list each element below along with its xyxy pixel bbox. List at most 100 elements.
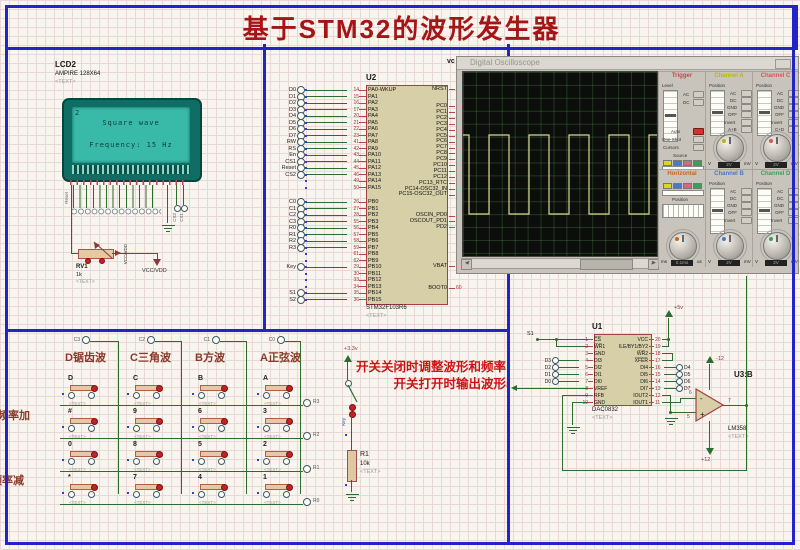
timebase-scrollbar[interactable]: ◀ ▶ xyxy=(461,258,659,270)
button-actuator-icon[interactable] xyxy=(286,451,293,458)
channel-c-gain-knob[interactable] xyxy=(760,131,794,165)
channel-c-ac-button[interactable] xyxy=(788,90,798,97)
keypad-button[interactable]: 9 <TEXT> xyxy=(125,408,190,443)
horizontal-source-d-chip[interactable] xyxy=(693,183,702,189)
keypad-button[interactable]: 4 <TEXT> xyxy=(190,474,255,509)
wire xyxy=(307,122,347,124)
channel-a-off-button[interactable] xyxy=(741,111,752,118)
keypad-button[interactable]: A <TEXT> xyxy=(255,375,320,410)
button-actuator-icon[interactable] xyxy=(91,385,98,392)
oscilloscope-titlebar[interactable]: Digital Oscilloscope xyxy=(457,57,798,70)
horizontal-position-display[interactable] xyxy=(662,204,704,218)
button-actuator-icon[interactable] xyxy=(91,451,98,458)
cursors-button[interactable] xyxy=(693,144,704,151)
keypad-button[interactable]: 2 <TEXT> xyxy=(255,441,320,476)
channel-a-ac-button[interactable] xyxy=(741,90,752,97)
channel-d-position-slider[interactable] xyxy=(757,188,772,234)
switch-contact-dot[interactable] xyxy=(349,404,356,411)
source-slider[interactable] xyxy=(662,166,704,169)
keypad-button[interactable]: 6 <TEXT> xyxy=(190,408,255,443)
source-a-chip[interactable] xyxy=(663,160,672,166)
keypad-button[interactable]: # <TEXT> xyxy=(60,408,125,443)
button-actuator-icon[interactable] xyxy=(156,385,163,392)
keypad-button[interactable]: 7 <TEXT> xyxy=(125,474,190,509)
channel-a-invert-button[interactable] xyxy=(741,119,752,126)
button-actuator-icon[interactable] xyxy=(91,484,98,491)
terminal-icon xyxy=(303,465,311,473)
source-b-chip[interactable] xyxy=(673,160,682,166)
source-d-chip[interactable] xyxy=(693,160,702,166)
channel-d-off-button[interactable] xyxy=(788,209,798,216)
button-actuator-icon[interactable] xyxy=(221,418,228,425)
channel-d-invert-button[interactable] xyxy=(788,217,798,224)
channel-c-invert-button[interactable] xyxy=(788,119,798,126)
keypad-button[interactable]: B <TEXT> xyxy=(190,375,255,410)
source-c-chip[interactable] xyxy=(683,160,692,166)
one-shot-button[interactable] xyxy=(693,136,704,143)
keypad-button[interactable]: 8 <TEXT> xyxy=(125,441,190,476)
channel-d-ac-button[interactable] xyxy=(788,188,798,195)
rv1-potentiometer[interactable] xyxy=(78,249,114,259)
channel-b-position-slider[interactable] xyxy=(710,188,725,234)
channel-c-off-button[interactable] xyxy=(788,111,798,118)
keypad-button[interactable]: 1 <TEXT> xyxy=(255,474,320,509)
horizontal-source-slider[interactable] xyxy=(662,190,704,196)
trigger-ac-button[interactable] xyxy=(693,91,704,98)
cursors-label: Cursors xyxy=(663,145,679,150)
button-actuator-icon[interactable] xyxy=(221,451,228,458)
timebase-knob[interactable] xyxy=(666,229,700,263)
button-actuator-icon[interactable] xyxy=(286,484,293,491)
channel-d-dc-button[interactable] xyxy=(788,195,798,202)
channel-a-sum-button[interactable] xyxy=(741,126,752,133)
keypad-button[interactable]: C <TEXT> xyxy=(125,375,190,410)
oscilloscope-window[interactable]: Digital Oscilloscope ◀ ▶ Trigger Level A… xyxy=(456,56,799,274)
scrollbar-thumb[interactable] xyxy=(579,259,633,270)
channel-b-off-button[interactable] xyxy=(741,209,752,216)
button-actuator-icon[interactable] xyxy=(156,451,163,458)
channel-b-invert-button[interactable] xyxy=(741,217,752,224)
trigger-dc-button[interactable] xyxy=(693,99,704,106)
pin-stub xyxy=(359,161,366,163)
pin-number: 9 xyxy=(585,392,588,399)
button-actuator-icon[interactable] xyxy=(221,484,228,491)
horizontal-source-a-chip[interactable] xyxy=(663,183,672,189)
channel-c-position-slider[interactable] xyxy=(757,90,772,136)
keypad-button-label: 9 xyxy=(133,408,137,415)
channel-d-gain-knob[interactable] xyxy=(760,229,794,263)
channel-c-sum-button[interactable] xyxy=(788,126,798,133)
horizontal-source-c-chip[interactable] xyxy=(683,183,692,189)
channel-d-gnd-button[interactable] xyxy=(788,202,798,209)
keypad-button[interactable]: D <TEXT> xyxy=(60,375,125,410)
channel-b-gain-knob[interactable] xyxy=(713,229,747,263)
keypad-button[interactable]: 0 <TEXT> xyxy=(60,441,125,476)
button-actuator-icon[interactable] xyxy=(286,385,293,392)
channel-a-dc-button[interactable] xyxy=(741,97,752,104)
net-label: D6 xyxy=(288,126,296,133)
channel-a-position-slider[interactable] xyxy=(710,90,725,136)
switch-contact-dot[interactable] xyxy=(349,411,356,418)
pin-name: VCC xyxy=(637,336,648,343)
button-actuator-icon[interactable] xyxy=(91,418,98,425)
window-button[interactable] xyxy=(775,59,791,69)
trigger-auto-button[interactable] xyxy=(693,128,704,135)
channel-c-dc-button[interactable] xyxy=(788,97,798,104)
trigger-level-slider[interactable] xyxy=(663,90,678,142)
horizontal-source-b-chip[interactable] xyxy=(673,183,682,189)
button-actuator-icon[interactable] xyxy=(156,418,163,425)
channel-b-ac-button[interactable] xyxy=(741,188,752,195)
channel-a-gain-knob[interactable] xyxy=(713,131,747,165)
channel-a-gnd-button[interactable] xyxy=(741,104,752,111)
button-actuator-icon[interactable] xyxy=(286,418,293,425)
scroll-left-icon[interactable]: ◀ xyxy=(461,259,472,270)
keypad-button[interactable]: 3 <TEXT> xyxy=(255,408,320,443)
button-actuator-icon[interactable] xyxy=(156,484,163,491)
channel-c-gnd-button[interactable] xyxy=(788,104,798,111)
channel-b-gnd-button[interactable] xyxy=(741,202,752,209)
switch-lever[interactable] xyxy=(344,383,360,405)
keypad-button[interactable]: * <TEXT> xyxy=(60,474,125,509)
channel-b-dc-button[interactable] xyxy=(741,195,752,202)
pin-stub xyxy=(449,129,455,131)
button-actuator-icon[interactable] xyxy=(221,385,228,392)
keypad-button[interactable]: 5 <TEXT> xyxy=(190,441,255,476)
